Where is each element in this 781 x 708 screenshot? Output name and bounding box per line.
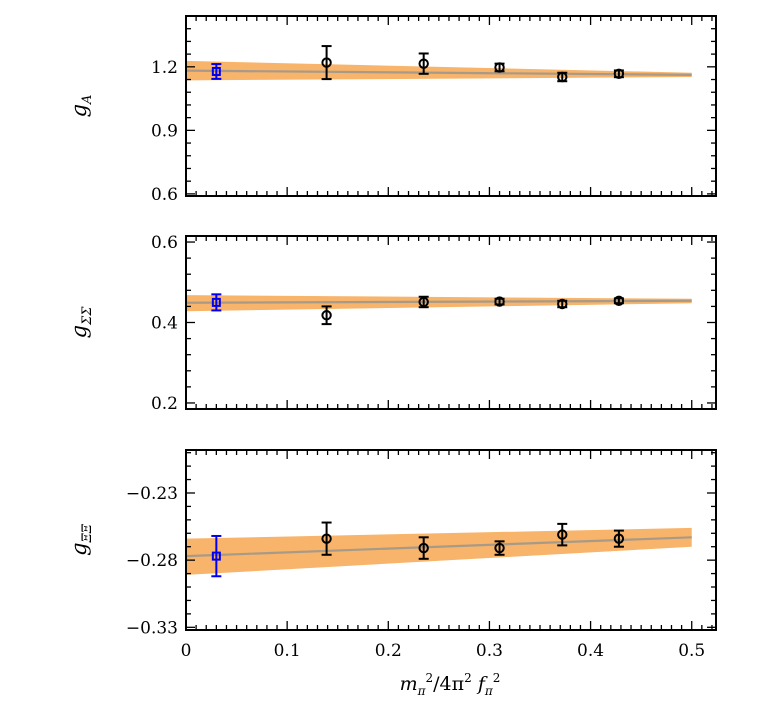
- y-tick-label: −0.33: [126, 618, 178, 638]
- y-tick-label: −0.23: [126, 484, 178, 504]
- data-point: [494, 540, 505, 556]
- point-marker: [321, 310, 332, 321]
- point-marker: [321, 57, 332, 68]
- x-axis-label: mπ2/4π2 fπ2: [400, 671, 501, 698]
- fit-error-band: [186, 295, 692, 312]
- x-tick-label: 0.3: [476, 641, 503, 661]
- y-tick-label: 0.9: [151, 121, 178, 141]
- y-axis-label: gΣΣ: [67, 306, 95, 339]
- y-tick-label: 0.6: [151, 185, 178, 205]
- x-tick-label: 0.2: [375, 641, 402, 661]
- data-point: [557, 71, 568, 83]
- y-tick-label: −0.28: [126, 551, 178, 571]
- point-marker: [557, 71, 568, 83]
- data-point: [557, 298, 568, 310]
- physical-point: [211, 534, 222, 578]
- point-marker: [418, 296, 429, 308]
- point-marker: [211, 66, 221, 76]
- y-tick-label: 1.2: [151, 58, 178, 78]
- y-tick-label: 0.2: [151, 394, 178, 414]
- x-tick-label: 0.1: [274, 641, 301, 661]
- plot-frame: [185, 15, 717, 197]
- point-marker: [613, 295, 625, 306]
- data-point: [418, 536, 429, 560]
- fit-line: [186, 299, 692, 304]
- plot-frame: [185, 235, 717, 410]
- plot-area: [186, 521, 692, 578]
- data-point: [321, 45, 332, 81]
- panel-3: −0.33 −0.28 −0.23 0 0.1 0.2 0.3 0.4 0.5 gΞΞ: [67, 449, 717, 661]
- point-marker: [211, 297, 221, 307]
- point-marker: [321, 533, 332, 544]
- fit-line: [186, 69, 692, 76]
- point-marker: [494, 542, 505, 554]
- data-point: [613, 295, 625, 306]
- physical-point: [211, 63, 222, 80]
- data-point: [418, 295, 429, 309]
- data-point: [418, 52, 429, 75]
- fit-line: [186, 536, 692, 558]
- point-marker: [557, 298, 568, 310]
- physical-point: [211, 293, 222, 312]
- x-tick-label: 0.5: [678, 641, 705, 661]
- point-marker: [418, 542, 429, 554]
- data-point: [613, 68, 625, 80]
- fit-error-band: [186, 527, 692, 575]
- point-marker: [418, 58, 429, 69]
- plot-frame: [185, 449, 717, 631]
- y-axis-label: gA: [67, 95, 95, 118]
- data-point: [613, 529, 625, 548]
- data-point: [321, 305, 332, 326]
- x-tick-label: 0: [181, 641, 192, 661]
- point-marker: [494, 296, 505, 307]
- plot-area: [186, 293, 692, 326]
- panel-2: 0.2 0.4 0.6 gΣΣ: [67, 233, 717, 414]
- data-point: [321, 521, 332, 556]
- plot-area: [186, 45, 692, 83]
- y-tick-label: 0.6: [151, 233, 178, 253]
- point-marker: [613, 533, 625, 544]
- point-marker: [494, 62, 505, 73]
- point-marker: [211, 551, 221, 561]
- panel-1: 0.6 0.9 1.2 gA: [67, 15, 717, 205]
- y-axis-label: gΞΞ: [67, 523, 95, 556]
- point-marker: [557, 529, 568, 540]
- data-point: [494, 62, 505, 73]
- point-marker: [613, 68, 625, 80]
- y-tick-label: 0.4: [151, 314, 178, 334]
- data-point: [494, 296, 505, 307]
- data-point: [557, 522, 568, 547]
- x-tick-label: 0.4: [577, 641, 604, 661]
